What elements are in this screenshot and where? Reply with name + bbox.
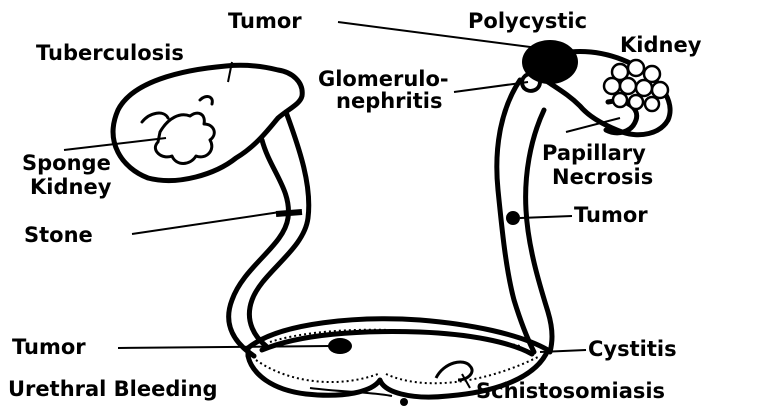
label-schistosomiasis: Schistosomiasis bbox=[476, 379, 665, 403]
cyst bbox=[645, 97, 659, 111]
cyst bbox=[620, 78, 636, 94]
cyst bbox=[629, 95, 643, 109]
bladder-inner bbox=[262, 332, 532, 354]
label-tuberculosis: Tuberculosis bbox=[36, 41, 184, 65]
label-glomerulo: Glomerulo- bbox=[318, 67, 449, 91]
left-kidney-lobes bbox=[142, 97, 212, 122]
left-ureter-inner bbox=[249, 112, 308, 346]
schisto-lesion bbox=[436, 362, 472, 380]
label-tumor-ureter: Tumor bbox=[574, 203, 648, 227]
leader-stone bbox=[132, 212, 280, 234]
label-sponge: Sponge bbox=[22, 151, 111, 175]
label-cystitis: Cystitis bbox=[588, 337, 677, 361]
label-sponge-kidney: Kidney bbox=[30, 175, 112, 199]
cyst bbox=[636, 80, 652, 96]
label-tumor-bladder: Tumor bbox=[12, 335, 86, 359]
left-ureter bbox=[229, 140, 289, 356]
cyst bbox=[613, 93, 627, 107]
label-necrosis: Necrosis bbox=[552, 165, 653, 189]
label-polycystic-kidney: Kidney bbox=[620, 33, 702, 57]
ureter-tumor-dot bbox=[506, 211, 520, 225]
label-papillary: Papillary bbox=[542, 141, 646, 165]
bladder-tumor-dot bbox=[328, 338, 352, 354]
urethral-drop bbox=[400, 398, 408, 406]
label-stone: Stone bbox=[24, 223, 93, 247]
cyst bbox=[628, 60, 644, 76]
label-urethral-bleeding: Urethral Bleeding bbox=[8, 377, 218, 401]
leader-tumor-bladder bbox=[118, 346, 330, 348]
label-polycystic: Polycystic bbox=[468, 9, 587, 33]
cyst bbox=[604, 78, 620, 94]
label-tumor-top: Tumor bbox=[228, 9, 302, 33]
cyst bbox=[652, 82, 668, 98]
label-nephritis: nephritis bbox=[336, 89, 442, 113]
